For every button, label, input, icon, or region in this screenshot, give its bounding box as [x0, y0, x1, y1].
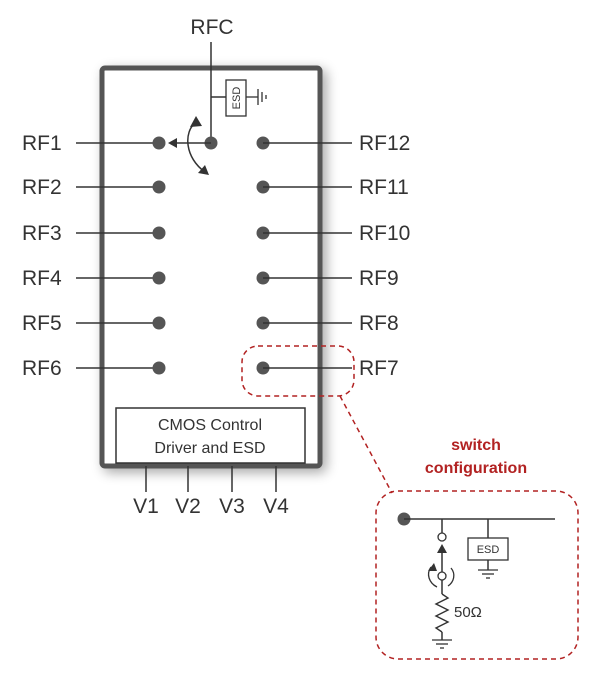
pin-label-rf12: RF12 [359, 132, 410, 155]
control-pins [145, 466, 277, 492]
pin-rf9: RF9 [256, 267, 399, 290]
callout-box [375, 490, 579, 660]
pin-label-rf7: RF7 [359, 357, 399, 380]
pin-label-v2: V2 [175, 495, 201, 518]
pin-label-rf10: RF10 [359, 222, 410, 245]
pin-label-rf11: RF11 [359, 176, 409, 199]
pin-label-rf2: RF2 [22, 176, 62, 199]
callout-title-line2: configuration [425, 460, 527, 477]
pin-label-rf1: RF1 [22, 132, 62, 155]
rfc-esd-box [225, 79, 247, 117]
pin-label-rfc: RFC [190, 16, 233, 39]
left-pins: RF1 RF2 RF3 RF4 RF5 RF6 [22, 132, 166, 380]
pin-label-rf3: RF3 [22, 222, 62, 245]
pin-label-v1: V1 [133, 495, 159, 518]
pin-label-rf8: RF8 [359, 312, 399, 335]
pin-rf2: RF2 [22, 176, 166, 199]
pin-label-rf4: RF4 [22, 267, 62, 290]
pin-rf5: RF5 [22, 312, 166, 335]
rfc-ground-icon [246, 89, 267, 105]
pin-rf12: RF12 [256, 132, 410, 155]
pin-label-rf9: RF9 [359, 267, 399, 290]
resistor-label: 50Ω [454, 604, 482, 621]
pin-rf10: RF10 [256, 222, 410, 245]
pin-rf6: RF6 [22, 357, 166, 380]
pin-rf11: RF11 [256, 176, 409, 199]
control-block-line2: Driver and ESD [154, 440, 265, 457]
callout-leader [339, 395, 393, 494]
pin-rf3: RF3 [22, 222, 166, 245]
rf7-highlight [241, 345, 355, 397]
rfc-esd-label: ESD [231, 87, 243, 110]
resistor-ground-icon [432, 639, 452, 649]
pin-rf4: RF4 [22, 267, 166, 290]
pin-rf7: RF7 [256, 357, 399, 380]
callout-esd-label: ESD [477, 544, 500, 556]
pin-label-rf6: RF6 [22, 357, 62, 380]
right-pins: RF12 RF11 RF10 RF9 RF8 RF7 [256, 132, 410, 380]
callout-title-line1: switch [451, 437, 501, 454]
shunt-switch-contact [437, 532, 447, 542]
shunt-rotate-icon-right [447, 567, 455, 587]
pin-label-v3: V3 [219, 495, 245, 518]
pin-rf1: RF1 [22, 132, 166, 155]
esd-ground-icon [478, 569, 498, 579]
pin-label-rf5: RF5 [22, 312, 62, 335]
control-block-line1: CMOS Control [158, 417, 262, 434]
pin-rf8: RF8 [256, 312, 399, 335]
resistor-symbol [434, 593, 450, 633]
cmos-control-block [115, 407, 306, 464]
rotary-switch-icon [168, 116, 211, 175]
pin-label-v4: V4 [263, 495, 289, 518]
callout-circuit: 50Ω ESD [397, 512, 555, 649]
